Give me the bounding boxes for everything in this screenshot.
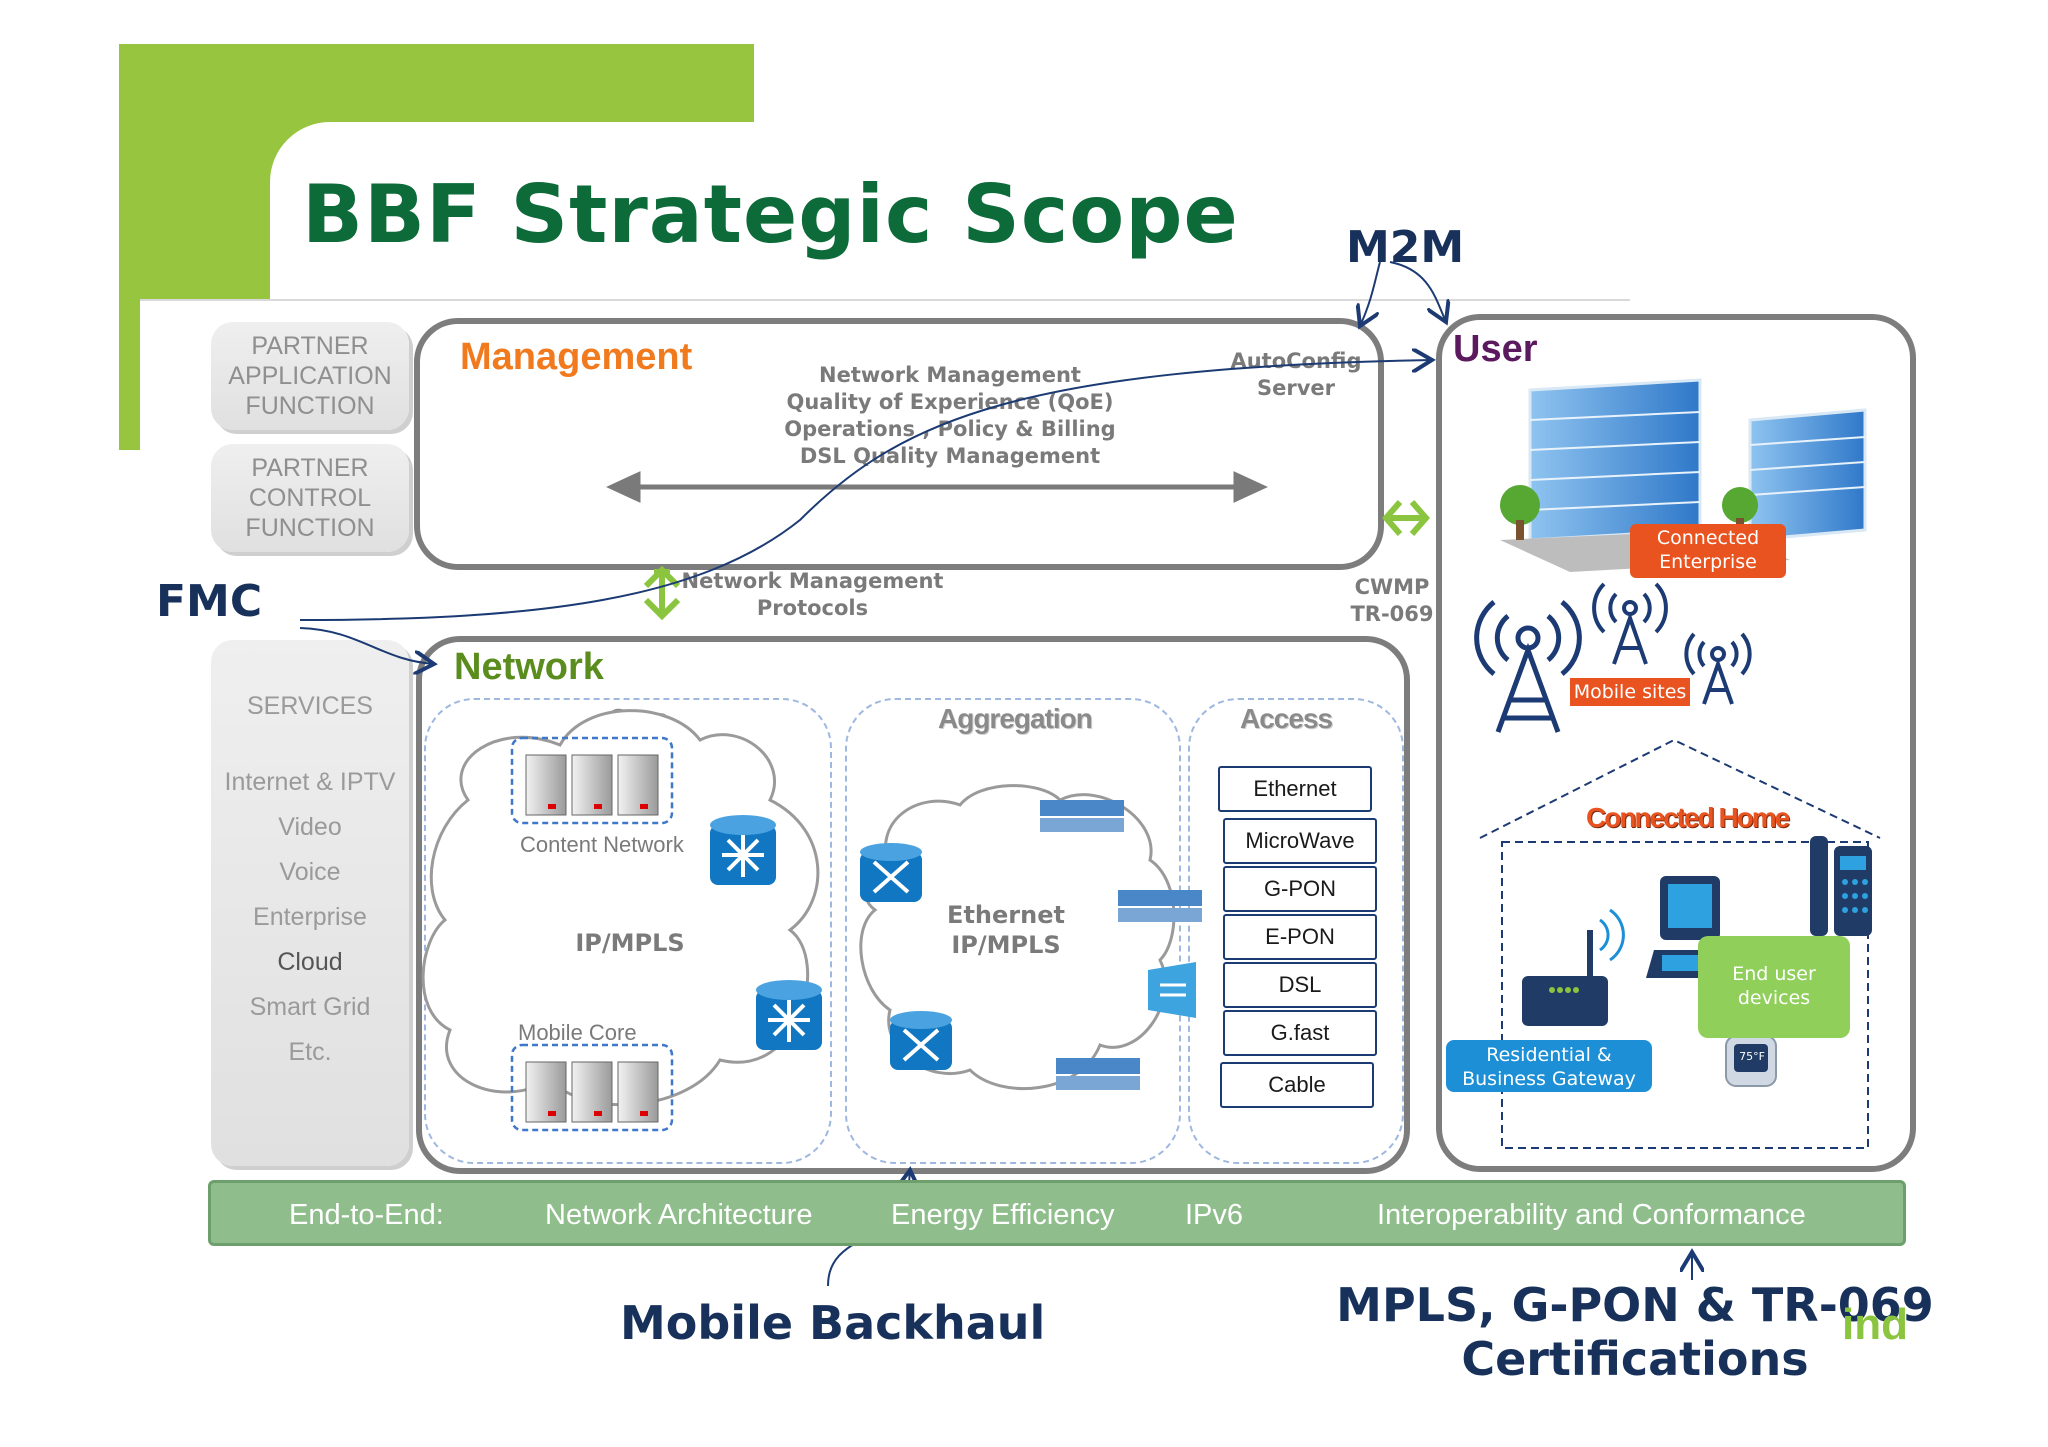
access-tech-cable: Cable <box>1220 1062 1374 1108</box>
mobile-core-label: Mobile Core <box>518 1020 637 1045</box>
cwmp-tr069-label: CWMP TR-069 <box>1350 575 1434 626</box>
access-zone <box>1188 698 1404 1164</box>
ind-logo-text: ind <box>1842 1300 1908 1349</box>
mobile-sites-label: Mobile sites <box>1570 678 1690 706</box>
partner-control-label: PARTNER CONTROL FUNCTION <box>245 454 375 542</box>
aggregation-center-label: Ethernet IP/MPLS <box>947 901 1065 959</box>
service-item: Video <box>278 813 342 841</box>
services-column: SERVICES Internet & IPTV Video Voice Ent… <box>211 640 409 1166</box>
management-title: Management <box>460 336 693 378</box>
band-item: Interoperability and Conformance <box>1377 1199 1806 1231</box>
access-tech-epon: E-PON <box>1223 914 1377 960</box>
aggregation-switch-icon-left <box>860 843 922 902</box>
autoconfig-server-label: AutoConfig Server <box>1230 349 1362 400</box>
management-panel <box>414 318 1384 570</box>
connected-home-label: Connected Home <box>1586 802 1790 833</box>
mobile-tower-icon-small <box>1684 632 1752 705</box>
band-item: Network Architecture <box>545 1199 813 1231</box>
mobile-tower-icon-large <box>1474 600 1582 733</box>
content-network-servers <box>510 736 674 825</box>
core-router-icon-bottom <box>756 980 822 1050</box>
management-items: Network Management Quality of Experience… <box>784 363 1116 468</box>
aggregation-zone <box>845 698 1181 1164</box>
certifications-label: MPLS, G-PON & TR-069 Certifications <box>1336 1278 1934 1386</box>
protocol-arrow-icon <box>643 565 681 621</box>
partner-application-function-box: PARTNER APPLICATION FUNCTION <box>211 322 409 430</box>
access-tech-dsl: DSL <box>1223 962 1377 1008</box>
m2m-to-management-arrow <box>1360 261 1381 326</box>
cwmp-arrow-icon <box>1382 500 1430 536</box>
m2m-label: M2M <box>1346 222 1465 273</box>
band-item: Energy Efficiency <box>891 1199 1115 1231</box>
service-item: Voice <box>279 858 341 886</box>
content-network-label: Content Network <box>520 832 684 857</box>
network-management-protocols-label: Network Management Protocols <box>681 569 944 620</box>
connected-enterprise-label: Connected Enterprise <box>1630 524 1786 578</box>
services-header: SERVICES <box>247 692 373 720</box>
band-item: IPv6 <box>1185 1199 1244 1231</box>
service-item: Smart Grid <box>249 993 371 1021</box>
title-underline <box>140 299 1630 301</box>
end-user-devices-label: End user devices <box>1698 936 1850 1038</box>
management-double-arrow <box>606 471 1268 503</box>
fmc-to-user-arrow <box>299 360 1432 621</box>
m2m-to-user-arrow <box>1389 261 1446 322</box>
access-tech-microwave: MicroWave <box>1223 818 1377 864</box>
partner-application-label: PARTNER APPLICATION FUNCTION <box>228 332 392 420</box>
core-ipmpls-label: IP/MPLS <box>575 929 685 957</box>
page-title: BBF Strategic Scope <box>302 168 1239 261</box>
gateway-label: Residential & Business Gateway <box>1446 1040 1652 1092</box>
network-title: Network <box>454 646 604 688</box>
user-title: User <box>1453 328 1538 370</box>
aggregation-title: Aggregation <box>938 703 1093 734</box>
mobile-core-servers <box>510 1043 674 1132</box>
service-item: Etc. <box>288 1038 332 1066</box>
partner-control-function-box: PARTNER CONTROL FUNCTION <box>211 444 409 552</box>
access-tech-gfast: G.fast <box>1223 1010 1377 1056</box>
end-to-end-band: End-to-End: Network Architecture Energy … <box>208 1180 1906 1246</box>
access-tech-ethernet: Ethernet <box>1218 766 1372 812</box>
end-to-end-label: End-to-End: <box>289 1199 444 1231</box>
access-node-icon <box>1148 962 1196 1018</box>
service-item: Internet & IPTV <box>224 768 396 796</box>
thermostat-reading: 75°F <box>1739 1050 1765 1063</box>
access-title: Access <box>1240 703 1333 734</box>
core-router-icon-top <box>710 815 776 885</box>
aggregation-switch-icon-bottom <box>890 1011 952 1070</box>
connected-home-outline <box>1479 738 1881 1149</box>
mobile-tower-icon-mid <box>1592 582 1668 665</box>
mobile-backhaul-label: Mobile Backhaul <box>620 1296 1046 1350</box>
fmc-to-network-arrow <box>299 627 434 664</box>
ethernet-switch-icons <box>1040 800 1202 1090</box>
service-item: Cloud <box>277 948 343 976</box>
access-tech-gpon: G-PON <box>1223 866 1377 912</box>
user-panel <box>1436 314 1916 1172</box>
core-zone <box>424 698 832 1164</box>
service-item: Enterprise <box>253 903 367 931</box>
fmc-label: FMC <box>156 576 263 627</box>
